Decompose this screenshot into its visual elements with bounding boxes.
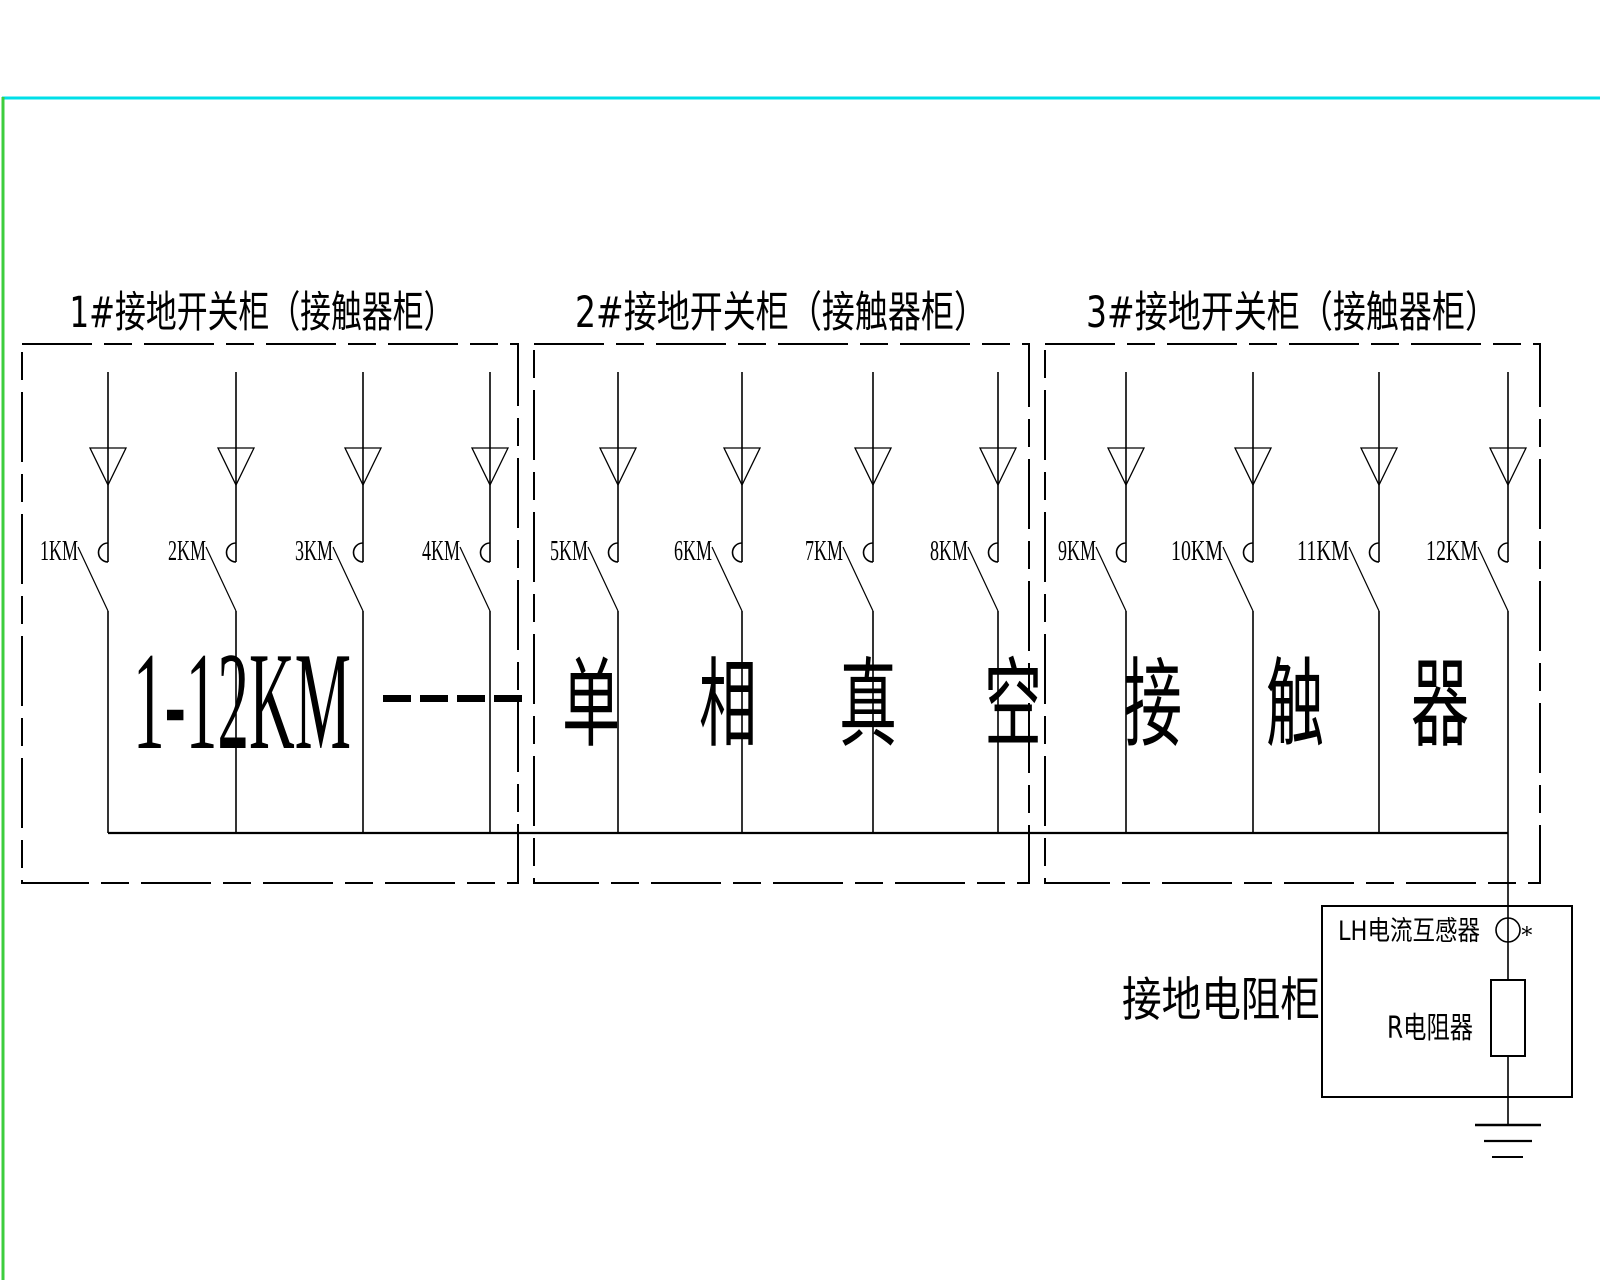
contact-arc [1497, 542, 1509, 563]
contactor-label: 6KM [674, 535, 712, 567]
contactor-label: 1KM [40, 535, 78, 567]
contactor-label: 2KM [168, 535, 206, 567]
contact-blade [1477, 546, 1509, 612]
contactor-unit-3km: 3KM [295, 372, 383, 833]
contact-arc [1242, 542, 1254, 563]
contact-blade [1095, 546, 1127, 612]
dash [457, 695, 485, 702]
contact-arc [987, 542, 999, 563]
contactor-unit-5km: 5KM [550, 372, 638, 833]
contactor-unit-12km: 12KM [1426, 372, 1528, 833]
contact-arc [1368, 542, 1380, 563]
dash [494, 695, 522, 702]
contactor-unit-2km: 2KM [168, 372, 256, 833]
resistor-cabinet: 接地电阻柜 ∗ LH电流互感器 R电阻器 [1122, 833, 1573, 1158]
contactor-unit-10km: 10KM [1171, 372, 1273, 833]
contactor-label: 5KM [550, 535, 588, 567]
annotation-range-label: 1-12KM [133, 624, 351, 779]
contact-arc [607, 542, 619, 563]
arrow-down-icon [470, 447, 510, 487]
contact-arc [97, 542, 109, 563]
annotation-legend: 1-12KM 单 相 真 空 接 触 器 [133, 624, 1469, 779]
cabinet-1: 1#接地开关柜（接触器柜） [21, 288, 519, 884]
contact-blade [332, 546, 364, 612]
cabinet-1-box [21, 343, 519, 884]
resistor-cabinet-box [1321, 905, 1573, 1098]
contactor-label: 10KM [1171, 535, 1223, 567]
contactor-label: 9KM [1058, 535, 1096, 567]
contactor-label: 7KM [805, 535, 843, 567]
contact-blade [77, 546, 109, 612]
arrow-down-icon [722, 447, 762, 487]
contactor-label: 3KM [295, 535, 333, 567]
contactor-unit-9km: 9KM [1058, 372, 1146, 833]
contactor-unit-7km: 7KM [805, 372, 893, 833]
arrow-down-icon [853, 447, 893, 487]
contactor-label: 11KM [1297, 535, 1349, 567]
resistor-cabinet-label: 接地电阻柜 [1122, 973, 1320, 1028]
contactor-unit-8km: 8KM [930, 372, 1018, 833]
cabinet-1-title: 1#接地开关柜（接触器柜） [70, 288, 455, 338]
contact-blade [205, 546, 237, 612]
arrow-down-icon [1488, 447, 1528, 487]
annotation-char: 接 [1124, 648, 1182, 761]
ct-label: LH电流互感器 [1338, 916, 1480, 947]
contactor-label: 8KM [930, 535, 968, 567]
contact-arc [479, 542, 491, 563]
arrow-down-icon [598, 447, 638, 487]
earth-ground-icon [1475, 1123, 1541, 1158]
arrow-down-icon [88, 447, 128, 487]
cabinet-2: 2#接地开关柜（接触器柜） [533, 288, 1030, 884]
range-separator-dashes [383, 695, 522, 702]
ct-polarity-mark: ∗ [1520, 918, 1535, 943]
cabinet-2-title: 2#接地开关柜（接触器柜） [575, 288, 987, 338]
resistor-label: R电阻器 [1387, 1011, 1473, 1046]
resistor-symbol [1490, 979, 1526, 1057]
contactor-label: 4KM [422, 535, 460, 567]
contactor-unit-1km: 1KM [40, 372, 128, 833]
contactor-label: 12KM [1426, 535, 1478, 567]
cabinet-3-box [1044, 343, 1541, 884]
annotation-char: 单 [562, 648, 620, 761]
annotation-char: 器 [1411, 648, 1469, 761]
contact-arc [1115, 542, 1127, 563]
cabinet-3: 3#接地开关柜（接触器柜） [1044, 288, 1541, 884]
annotation-char: 触 [1266, 648, 1324, 761]
arrow-down-icon [1359, 447, 1399, 487]
contact-blade [711, 546, 743, 612]
contact-blade [1222, 546, 1254, 612]
dash [383, 695, 411, 702]
contactor-unit-6km: 6KM [674, 372, 762, 833]
cabinet-2-box [533, 343, 1030, 884]
contact-arc [862, 542, 874, 563]
contact-blade [842, 546, 874, 612]
arrow-down-icon [978, 447, 1018, 487]
cabinet-3-title: 3#接地开关柜（接触器柜） [1086, 288, 1498, 338]
current-transformer-icon [1495, 917, 1521, 943]
arrow-down-icon [216, 447, 256, 487]
contactor-unit-11km: 11KM [1297, 372, 1399, 833]
contact-arc [731, 542, 743, 563]
annotation-char: 相 [699, 648, 757, 761]
contact-blade [587, 546, 619, 612]
annotation-char: 空 [984, 648, 1042, 761]
arrow-down-icon [1233, 447, 1273, 487]
arrow-down-icon [1106, 447, 1146, 487]
contact-blade [967, 546, 999, 612]
dash [420, 695, 448, 702]
contactor-unit-4km: 4KM [422, 372, 510, 833]
annotation-char: 真 [839, 648, 897, 761]
contact-arc [225, 542, 237, 563]
contact-arc [352, 542, 364, 563]
arrow-down-icon [343, 447, 383, 487]
contact-blade [459, 546, 491, 612]
contact-blade [1348, 546, 1380, 612]
